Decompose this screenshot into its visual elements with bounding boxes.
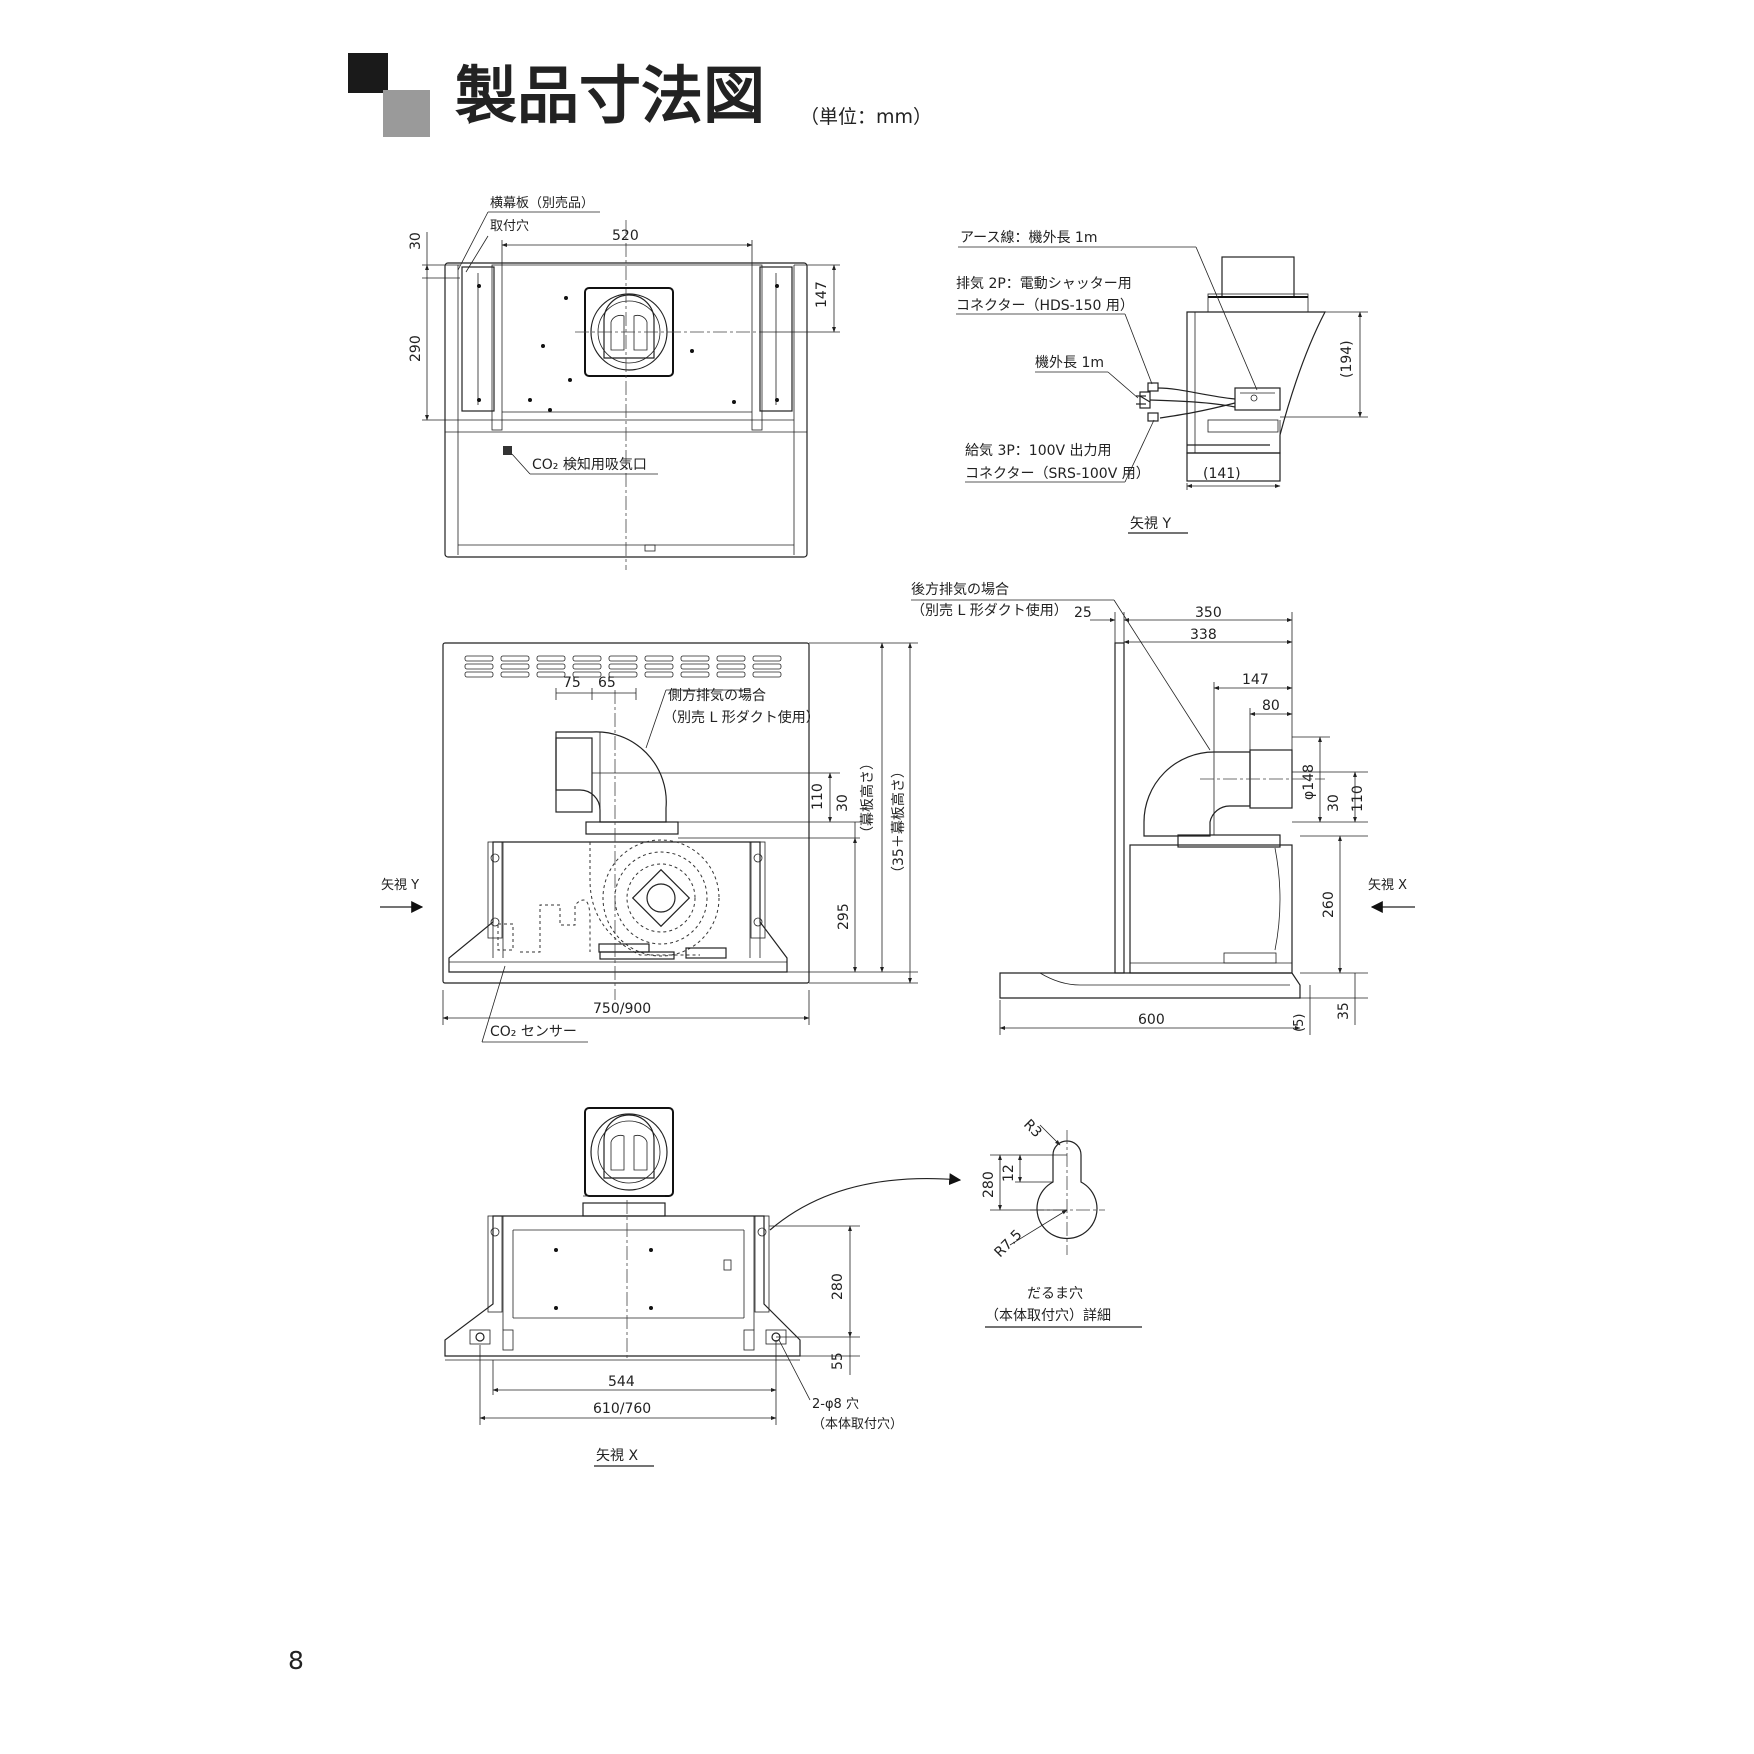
dim-55: 55 (830, 1352, 846, 1370)
unit-note: （単位：mm） (800, 106, 932, 128)
label-side-exhaust-2: （別売 L 形ダクト使用） (663, 709, 820, 726)
dim-30-side: 30 (1326, 794, 1342, 812)
dim-338: 338 (1190, 627, 1217, 643)
dim-75: 75 (563, 675, 581, 691)
title-square-gray-icon (383, 90, 430, 137)
label-co2-intake: CO₂ 検知用吸気口 (532, 456, 647, 473)
front-vent-slots (464, 655, 782, 678)
dim-110-front: 110 (810, 783, 826, 810)
label-exhaust-2: コネクター（HDS-150 用） (956, 298, 1134, 314)
dim-280-x: 280 (830, 1273, 846, 1300)
dim-25: 25 (1074, 605, 1092, 621)
dim-295: 295 (836, 903, 852, 930)
label-co2-sensor: CO₂ センサー (490, 1024, 577, 1040)
dim-12: 12 (1001, 1164, 1017, 1182)
label-exhaust-1: 排気 2P：電動シャッター用 (956, 276, 1132, 292)
dim-147-side: 147 (1242, 672, 1269, 688)
dim-110-side: 110 (1350, 785, 1366, 812)
label-earth-wire: アース線：機外長 1m (960, 230, 1097, 246)
label-side-panel: 横幕板（別売品） (490, 195, 594, 211)
dim-total-height: （35＋幕板高さ） (890, 764, 907, 880)
label-supply-2: コネクター（SRS-100V 用） (965, 466, 1150, 482)
dim-80: 80 (1262, 698, 1280, 714)
caption-keyhole-1: だるま穴 (1027, 1286, 1083, 1302)
label-rear-exhaust-2: （別売 L 形ダクト使用） (911, 602, 1068, 619)
keyhole-detail: 280 12 R3 R7.5 だるま穴 （本体取付穴）詳細 (981, 1117, 1142, 1328)
arrow-label-view-x: 矢視 X (1368, 878, 1407, 893)
dim-65: 65 (598, 675, 616, 691)
dim-280-detail: 280 (981, 1171, 997, 1198)
dim-290: 290 (408, 335, 424, 362)
dim-30-front: 30 (835, 794, 851, 812)
label-mount-holes-note: （本体取付穴） (812, 1417, 903, 1432)
dim-panel-height: （幕板高さ） (859, 756, 876, 840)
dim-phi148: φ148 (1301, 764, 1317, 800)
arrow-label-view-y: 矢視 Y (381, 878, 419, 893)
dim-r3: R3 (1020, 1117, 1044, 1141)
detail-arrow-icon (769, 1173, 962, 1231)
label-rear-exhaust-1: 後方排気の場合 (911, 582, 1009, 598)
label-side-exhaust-1: 側方排気の場合 (668, 688, 766, 704)
label-cord-length: 機外長 1m (1035, 355, 1104, 371)
dim-5: (5) (1292, 1014, 1307, 1032)
caption-view-x: 矢視 X (596, 1448, 638, 1464)
side-view: 後方排気の場合 （別売 L 形ダクト使用） 25 350 338 147 80 … (911, 582, 1415, 1035)
dim-520: 520 (612, 228, 639, 244)
view-x: 280 55 544 610/760 2-φ8 穴 （本体取付穴） 矢視 X (444, 1107, 962, 1467)
dim-35: 35 (1336, 1002, 1352, 1020)
page-number: 8 (288, 1646, 304, 1675)
dim-544: 544 (608, 1374, 635, 1390)
dim-30-top: 30 (408, 232, 424, 250)
dim-600: 600 (1138, 1012, 1165, 1028)
dim-194: (194) (1339, 340, 1355, 378)
front-view: 75 65 側方排気の場合 （別売 L 形ダクト使用） 110 30 295 （… (380, 642, 918, 1043)
label-mount-hole: 取付穴 (490, 219, 529, 234)
top-view: 520 147 30 290 横幕板（別売品） 取付穴 CO₂ 検知用吸気口 (408, 195, 840, 570)
title-square-dark-icon (348, 53, 388, 93)
view-y: アース線：機外長 1m 排気 2P：電動シャッター用 コネクター（HDS-150… (956, 230, 1368, 534)
caption-view-y: 矢視 Y (1130, 516, 1171, 532)
caption-keyhole-2: （本体取付穴）詳細 (985, 1308, 1111, 1324)
label-supply-1: 給気 3P：100V 出力用 (965, 443, 1112, 459)
dim-350: 350 (1195, 605, 1222, 621)
dim-147: 147 (814, 281, 830, 308)
dim-610-760: 610/760 (593, 1401, 651, 1417)
header: 製品寸法図 （単位：mm） (348, 53, 932, 137)
dim-r7-5: R7.5 (992, 1227, 1026, 1261)
dim-141: (141) (1203, 466, 1241, 482)
label-mount-holes: 2-φ8 穴 (812, 1397, 859, 1412)
dim-750-900: 750/900 (593, 1001, 651, 1017)
dim-260: 260 (1321, 891, 1337, 918)
page-title: 製品寸法図 (455, 59, 765, 132)
